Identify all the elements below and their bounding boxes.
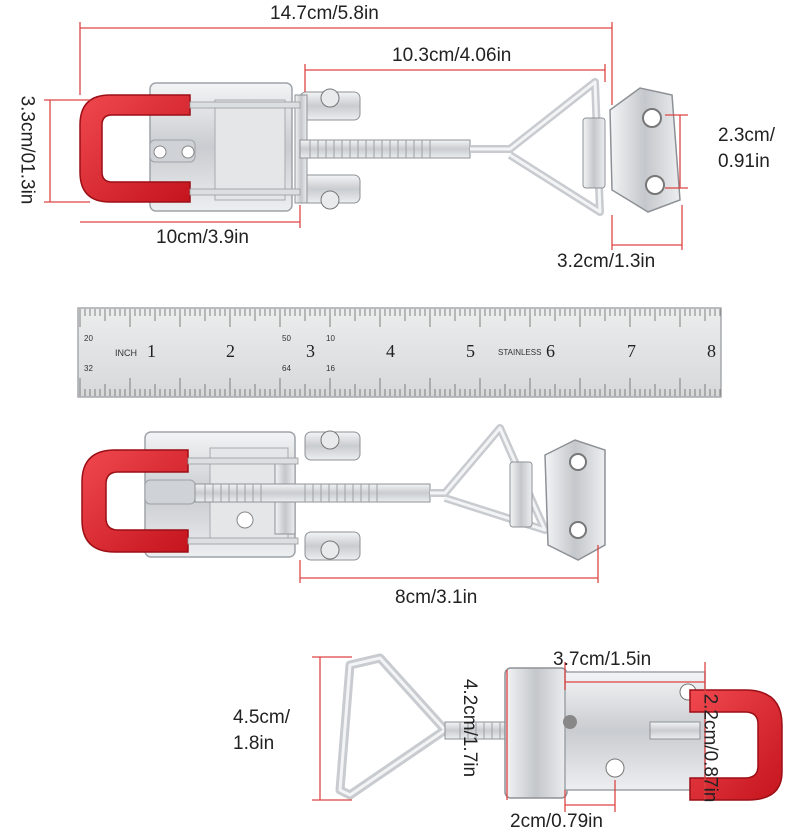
ruler-small-top-2: 50 <box>282 334 291 343</box>
plate-width-label: 3.2cm/1.3in <box>557 251 656 272</box>
loop-height-label-2: 1.8in <box>233 733 275 754</box>
hole-offset-label: 2cm/0.79in <box>510 811 603 832</box>
ruler-number-7: 7 <box>627 341 636 361</box>
hook-length-label: 10.3cm/4.06in <box>392 45 512 66</box>
ruler-small-top-1: 20 <box>84 334 93 343</box>
steel-ruler <box>77 307 722 398</box>
ruler-number-3: 3 <box>306 341 315 361</box>
ruler-brand-label: STAINLESS <box>498 348 542 357</box>
ruler-number-5: 5 <box>466 341 475 361</box>
ruler-unit-label: INCH <box>115 348 137 358</box>
ruler-number-2: 2 <box>226 341 235 361</box>
body-length-label: 3.7cm/1.5in <box>553 649 652 670</box>
loop-height-label-1: 4.5cm/ <box>233 707 291 728</box>
ruler-number-6: 6 <box>546 341 555 361</box>
base-length-label: 10cm/3.9in <box>156 227 249 248</box>
top-latch <box>79 78 681 216</box>
middle-dimension-lines <box>299 545 599 583</box>
hole-spacing-label-2: 0.91in <box>718 151 770 172</box>
body-height-label: 4.2cm/1.7in <box>459 678 481 778</box>
bottom-dimension-lines <box>312 656 706 812</box>
ruler-small-bottom-3: 16 <box>326 364 335 373</box>
ruler-small-bottom-1: 32 <box>84 364 93 373</box>
overall-length-label: 14.7cm/5.8in <box>270 3 379 24</box>
height-label: 3.3cm/01.3in <box>16 95 38 205</box>
extension-length-label: 8cm/3.1in <box>395 587 478 608</box>
bottom-latch <box>335 653 783 801</box>
ruler-number-4: 4 <box>386 341 395 361</box>
middle-latch <box>81 424 606 561</box>
top-dimension-lines <box>44 22 688 250</box>
hole-spacing-label-1: 2.3cm/ <box>718 125 776 146</box>
ruler-number-8: 8 <box>707 341 716 361</box>
ruler-small-bottom-2: 64 <box>282 364 291 373</box>
clip-length-label: 2.2cm/0.87in <box>699 693 721 803</box>
ruler-number-1: 1 <box>147 341 156 361</box>
ruler-small-top-3: 10 <box>326 334 335 343</box>
